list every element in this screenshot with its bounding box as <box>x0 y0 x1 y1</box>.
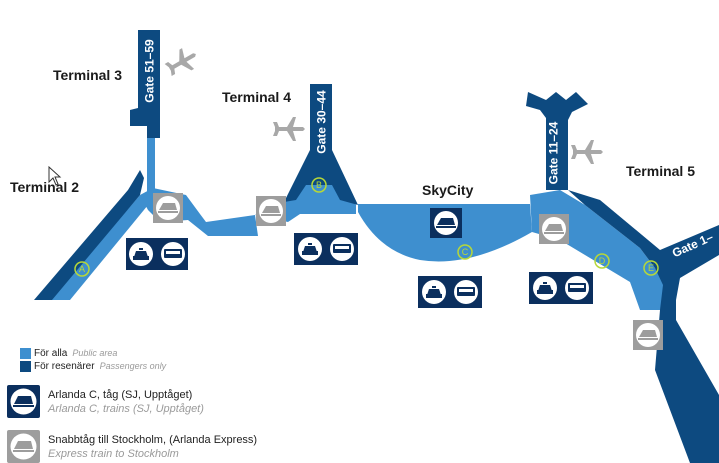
plane-icon <box>571 140 603 164</box>
marker-d <box>594 253 610 269</box>
terminal-4-pier <box>284 84 358 205</box>
marker-c-label: C <box>462 247 469 257</box>
bus-icon <box>161 242 185 266</box>
express-train-icon <box>256 196 286 226</box>
terminal-2-label: Terminal 2 <box>10 179 79 195</box>
train-icon <box>430 208 462 238</box>
marker-c <box>457 244 473 260</box>
gate-30-44-label: Gate 30–44 <box>314 90 329 154</box>
express-train-icon <box>7 430 40 463</box>
bus-icon <box>565 276 589 300</box>
train-icon <box>7 385 40 418</box>
skycity-label: SkyCity <box>422 182 474 198</box>
marker-e <box>643 260 659 276</box>
bus-icon <box>330 237 354 261</box>
express-train-icon <box>633 320 663 350</box>
taxi-icon <box>298 237 322 261</box>
gate-51-59-label: Gate 51–59 <box>142 39 157 103</box>
terminal-4-label: Terminal 4 <box>222 89 291 105</box>
taxi-icon <box>533 276 557 300</box>
terminal-2-public-area <box>50 195 148 300</box>
taxi-bus-pair-t4 <box>294 233 358 265</box>
plane-icon <box>164 48 196 77</box>
express-train-icon <box>539 214 569 244</box>
marker-b-label: B <box>316 180 322 190</box>
taxi-icon <box>129 242 153 266</box>
passenger-area-swatch <box>20 361 31 372</box>
gate-11-24-label: Gate 11–24 <box>546 121 561 185</box>
terminal-5-pier <box>526 92 588 190</box>
marker-a-label: A <box>79 264 85 274</box>
public-area-swatch <box>20 348 31 359</box>
marker-a <box>74 261 90 277</box>
express-train-icon <box>153 193 183 223</box>
taxi-bus-pair-t5 <box>529 272 593 304</box>
marker-b <box>311 177 327 193</box>
bus-icon <box>454 280 478 304</box>
taxi-icon <box>422 280 446 304</box>
marker-e-label: E <box>648 263 654 273</box>
plane-icon <box>273 117 305 141</box>
terminal-3-pier <box>130 30 160 138</box>
marker-d-label: D <box>599 256 606 266</box>
terminal-3-stalk <box>147 138 155 200</box>
train-legend: Arlanda C, tåg (SJ, Upptåget) Arlanda C,… <box>48 389 204 415</box>
terminal-2-pier <box>34 170 144 300</box>
taxi-bus-pair-skycity <box>418 276 482 308</box>
taxi-bus-pair-t2 <box>126 238 188 270</box>
terminal-3-label: Terminal 3 <box>53 67 122 83</box>
terminal-5-label: Terminal 5 <box>626 163 695 179</box>
terminal-5-outer-pier <box>568 190 719 463</box>
express-train-legend: Snabbtåg till Stockholm, (Arlanda Expres… <box>48 434 258 460</box>
mouse-cursor-icon <box>48 166 62 186</box>
